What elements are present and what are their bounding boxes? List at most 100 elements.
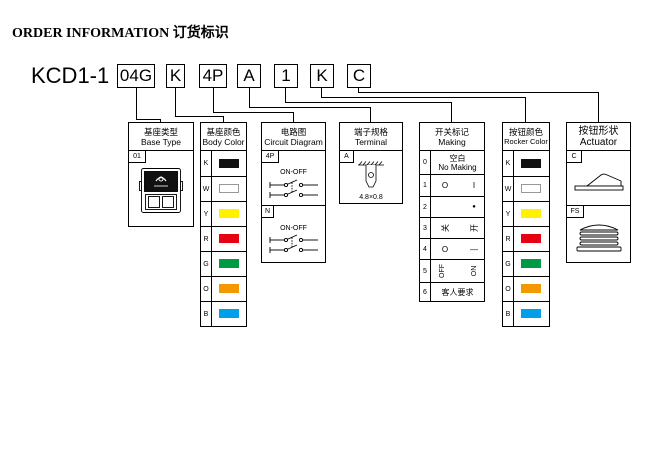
making-row: 0 空白 No Making (420, 151, 484, 174)
header-cn: 开关标记 (434, 126, 469, 137)
column-base-type: 基座类型 Base Type 01 (128, 122, 194, 227)
connector-circuit (213, 88, 294, 122)
making-code: 1 (420, 175, 431, 196)
rocker-color-code: K (503, 151, 514, 176)
double-pole-switch-icon (269, 179, 318, 198)
rocker-color-swatch (521, 309, 541, 318)
making-row: 5 OFF ON (420, 259, 484, 282)
rocker-color-row: B (503, 301, 549, 326)
terminal-header: 端子规格 Terminal (340, 123, 402, 151)
rocker-color-code: O (503, 277, 514, 301)
code-segment-base-type: 04G (117, 64, 155, 88)
double-pole-switch-icon (269, 234, 318, 253)
section-divider (262, 205, 325, 206)
making-on-symbol: — (470, 244, 478, 254)
column-terminal: 端子规格 Terminal A 4.8×0.8 (339, 122, 403, 204)
rocker-color-code: G (503, 252, 514, 276)
rocker-color-row: K (503, 151, 549, 176)
body-color-swatch (219, 309, 239, 318)
connector-body-color (175, 88, 224, 122)
base-type-code: 01 (129, 151, 146, 163)
making-code: 2 (420, 197, 431, 217)
making-code: 5 (420, 260, 431, 282)
rocker-color-code: R (503, 227, 514, 251)
making-custom: 客人要求 (441, 287, 474, 297)
code-segment-rocker-color: K (310, 64, 334, 88)
connector-terminal (249, 88, 371, 122)
body-color-code: W (201, 177, 212, 201)
circuit-label: ON-OFF (280, 225, 307, 232)
rocker-color-header: 按钮颜色 Rocker Color (503, 123, 549, 151)
header-cn: 端子规格 (353, 126, 388, 137)
section-divider (567, 205, 630, 206)
actuator-code-fs: FS (567, 206, 584, 218)
rocker-color-swatch (521, 184, 541, 193)
body-color-swatch (219, 284, 239, 293)
body-color-code: R (201, 227, 212, 251)
column-circuit-diagram: 电路图 Circuit Diagram 4P ON-OFF N ON-OFF (261, 122, 326, 263)
actuator-header: 按钮形状 Actuator (567, 123, 630, 151)
header-en: Base Type (140, 136, 181, 147)
terminal-size: 4.8×0.8 (359, 194, 383, 201)
rocker-color-row: Y (503, 201, 549, 226)
header-en: Rocker Color (504, 136, 548, 146)
header-en: Circuit Diagram (264, 136, 323, 147)
connector-making (285, 88, 452, 122)
model-prefix: KCD1-1 (31, 63, 110, 88)
rocker-color-swatch (521, 234, 541, 243)
header-cn: 基座类型 (143, 126, 178, 137)
rocker-actuator-fs-icon (576, 224, 622, 252)
rocker-color-swatch (521, 209, 541, 218)
body-color-row: B (201, 301, 246, 326)
circuit-code-n: N (262, 206, 274, 218)
rocker-color-row: G (503, 251, 549, 276)
rocker-color-swatch (521, 284, 541, 293)
rocker-actuator-c-icon (574, 173, 624, 191)
making-code: 0 (420, 151, 431, 174)
header-en: Body Color (202, 136, 245, 147)
base-type-header: 基座类型 Base Type (129, 123, 193, 151)
making-dot-symbol: ● (472, 204, 476, 210)
making-on-symbol: 开 (469, 224, 479, 232)
connector-base-type (136, 88, 161, 122)
column-body-color: 基座颜色 Body Color K W Y R G O B (200, 122, 247, 327)
column-making: 开关标记 Making 0 空白 No Making 1 O I 2 ● 3 关… (419, 122, 485, 302)
body-color-row: G (201, 251, 246, 276)
making-row: 6 客人要求 (420, 282, 484, 301)
body-color-code: G (201, 252, 212, 276)
making-code: 3 (420, 218, 431, 238)
circuit-code-4p: 4P (262, 151, 279, 163)
rocker-switch-front-icon (139, 168, 183, 213)
body-color-code: B (201, 302, 212, 326)
body-color-swatch (219, 184, 239, 193)
body-color-swatch (219, 159, 239, 168)
making-no-marking: 空白 No Making (431, 151, 484, 174)
body-color-row: Y (201, 201, 246, 226)
circuit-header: 电路图 Circuit Diagram (262, 123, 325, 151)
making-off-symbol: OFF (438, 264, 446, 278)
header-cn: 电路图 (280, 126, 307, 137)
body-color-swatch (219, 209, 239, 218)
code-segment-making: 1 (274, 64, 298, 88)
header-cn: 按钮形状 (578, 125, 619, 137)
body-color-code: Y (201, 202, 212, 226)
column-rocker-color: 按钮颜色 Rocker Color K W Y R G O B (502, 122, 550, 327)
code-segment-body-color: K (166, 64, 185, 88)
page-title: ORDER INFORMATION 订货标识 (12, 26, 229, 41)
making-code: 6 (420, 283, 431, 301)
circuit-label: ON-OFF (280, 169, 307, 176)
rocker-color-code: W (503, 177, 514, 201)
body-color-code: O (201, 277, 212, 301)
making-header: 开关标记 Making (420, 123, 484, 151)
making-row: 1 O I (420, 174, 484, 196)
header-en: Terminal (354, 136, 388, 147)
rocker-color-code: B (503, 302, 514, 326)
making-cn: 空白 (449, 153, 466, 163)
actuator-code-c: C (567, 151, 582, 163)
making-on-symbol: I (472, 181, 476, 190)
header-en: Actuator (579, 136, 618, 148)
code-segment-terminal: A (237, 64, 261, 88)
column-actuator: 按钮形状 Actuator C FS (566, 122, 631, 263)
making-row: 3 关 开 (420, 217, 484, 238)
